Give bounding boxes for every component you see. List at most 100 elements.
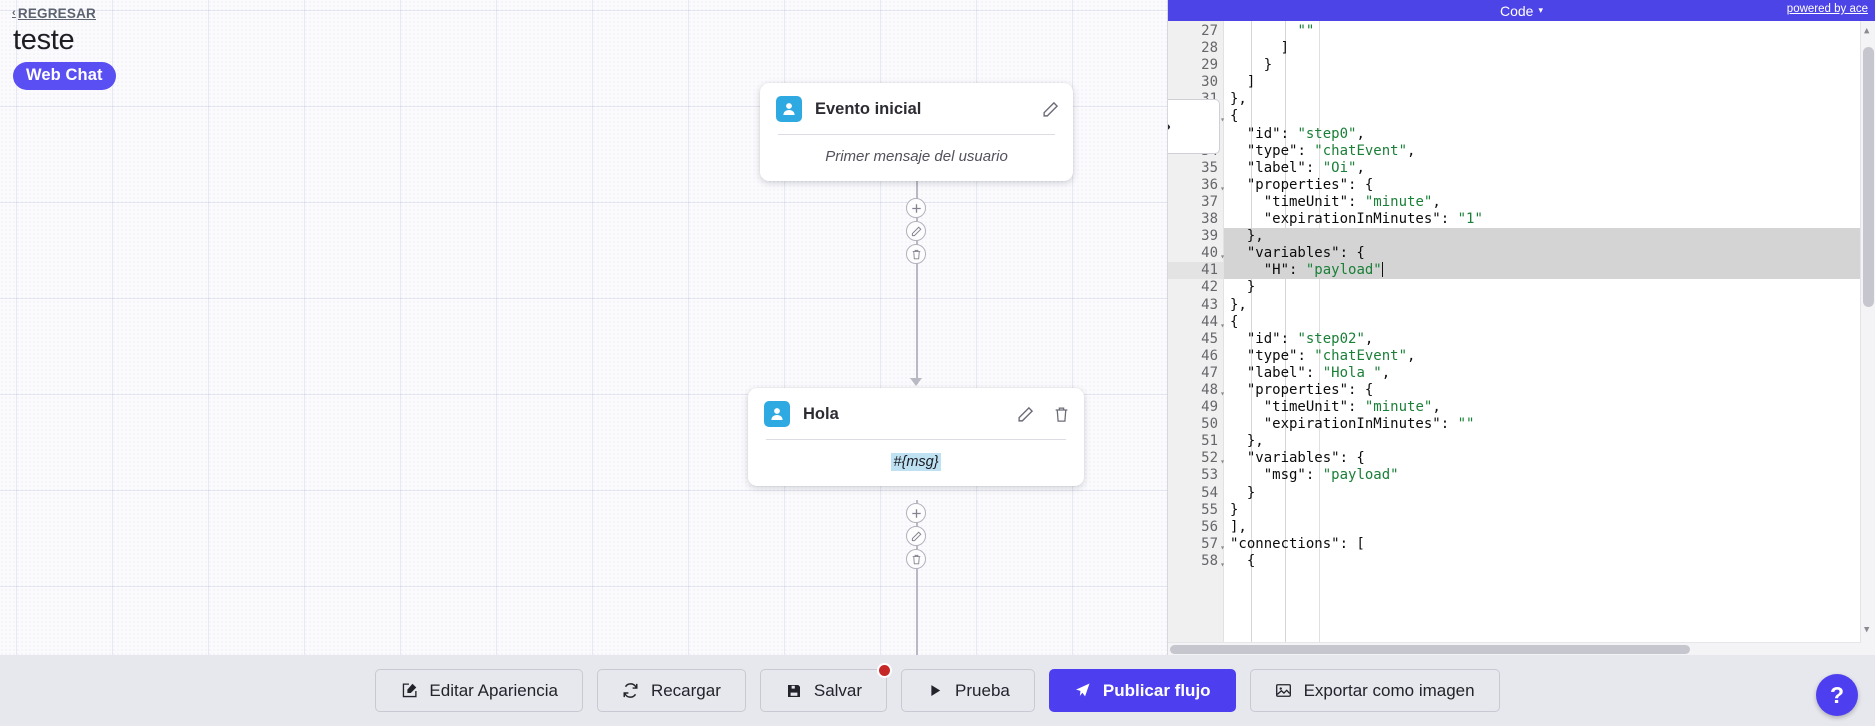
code-line[interactable]: "label": "Oi", — [1246, 159, 1365, 176]
line-number[interactable]: 29 — [1201, 57, 1218, 74]
code-line[interactable]: }, — [1230, 296, 1247, 313]
line-number[interactable]: 50 — [1201, 416, 1218, 433]
pencil-icon[interactable] — [906, 221, 926, 241]
line-number[interactable]: 48▾ — [1201, 381, 1225, 398]
unsaved-changes-badge — [877, 663, 893, 678]
powered-by-link[interactable]: powered by ace — [1786, 3, 1868, 15]
code-line[interactable]: "msg": "payload" — [1263, 467, 1399, 484]
line-number[interactable]: 37 — [1201, 193, 1218, 210]
line-number[interactable]: 38 — [1201, 211, 1218, 228]
code-line[interactable]: "label": "Hola ", — [1246, 364, 1391, 381]
trash-icon[interactable] — [906, 244, 926, 264]
line-number[interactable]: 46 — [1201, 347, 1218, 364]
line-number[interactable]: 40▾ — [1201, 245, 1225, 262]
code-vertical-scrollbar[interactable]: ▲ ▼ — [1860, 21, 1875, 655]
code-line[interactable]: } — [1230, 57, 1273, 74]
toolbar-button-wrapper: Exportar como imagen — [1249, 669, 1500, 712]
code-line[interactable]: "variables": { — [1224, 245, 1875, 263]
code-line[interactable]: { — [1230, 313, 1239, 330]
code-line[interactable]: "type": "chatEvent", — [1246, 142, 1416, 159]
toolbar-button-prueba[interactable]: Prueba — [901, 669, 1035, 712]
edit-icon[interactable] — [1017, 406, 1034, 423]
code-line[interactable]: { — [1230, 108, 1239, 125]
edit-square-icon — [400, 682, 418, 700]
plus-icon[interactable] — [906, 198, 926, 218]
edit-icon[interactable] — [1042, 101, 1059, 118]
line-number[interactable]: 53 — [1201, 467, 1218, 484]
node1-connector-actions[interactable] — [906, 198, 926, 264]
trash-icon[interactable] — [906, 549, 926, 569]
line-number[interactable]: 43 — [1201, 296, 1218, 313]
code-line[interactable]: "expirationInMinutes": "1" — [1263, 211, 1483, 228]
back-link[interactable]: ‹ REGRESAR — [12, 6, 96, 21]
code-line[interactable]: "connections": [ — [1230, 535, 1365, 552]
line-number[interactable]: 30 — [1201, 74, 1218, 91]
code-line[interactable]: }, — [1230, 433, 1264, 450]
scroll-down-icon[interactable]: ▼ — [1864, 624, 1870, 635]
line-number[interactable]: 47 — [1201, 364, 1218, 381]
node2-connector-actions[interactable] — [906, 503, 926, 569]
line-number[interactable]: 42 — [1201, 279, 1218, 296]
toolbar-button-exportar-como-imagen[interactable]: Exportar como imagen — [1249, 669, 1500, 712]
line-number[interactable]: 55 — [1201, 501, 1218, 518]
code-line[interactable]: }, — [1224, 228, 1875, 246]
code-line[interactable]: "id": "step0", — [1246, 125, 1365, 142]
toolbar-button-editar-apariencia[interactable]: Editar Apariencia — [375, 669, 583, 712]
code-line[interactable]: "properties": { — [1246, 176, 1374, 193]
code-line[interactable]: } — [1230, 501, 1239, 518]
panel-collapse-toggle[interactable] — [1168, 99, 1220, 154]
scrollbar-thumb[interactable] — [1170, 645, 1690, 654]
code-line[interactable]: ], — [1230, 518, 1247, 535]
line-number[interactable]: 35 — [1201, 159, 1218, 176]
code-editor-area[interactable]: 272829303132▾33343536▾37383940▾41424344▾… — [1168, 21, 1875, 655]
line-number[interactable]: 27 — [1201, 23, 1218, 39]
code-line[interactable]: { — [1230, 552, 1256, 569]
flow-node-hola[interactable]: Hola #{msg} — [748, 388, 1084, 486]
code-line[interactable]: "variables": { — [1246, 450, 1365, 467]
line-number[interactable]: 54 — [1201, 484, 1218, 501]
toolbar-button-publicar-flujo[interactable]: Publicar flujo — [1048, 669, 1236, 712]
code-line[interactable]: "" — [1297, 23, 1315, 39]
pencil-icon[interactable] — [906, 526, 926, 546]
line-number[interactable]: 49 — [1201, 399, 1218, 416]
toolbar-button-salvar[interactable]: Salvar — [759, 669, 888, 712]
line-number[interactable]: 39 — [1201, 228, 1218, 245]
line-number[interactable]: 57▾ — [1201, 535, 1225, 552]
line-number[interactable]: 51 — [1201, 433, 1218, 450]
scrollbar-thumb[interactable] — [1863, 47, 1874, 307]
line-number[interactable]: 45 — [1201, 330, 1218, 347]
toolbar-button-wrapper: Editar Apariencia — [375, 669, 583, 712]
plus-icon[interactable] — [906, 503, 926, 523]
scroll-up-icon[interactable]: ▲ — [1864, 26, 1870, 36]
code-line[interactable]: "timeUnit": "minute", — [1263, 399, 1441, 416]
code-line[interactable]: ] — [1230, 74, 1256, 91]
code-line[interactable]: "timeUnit": "minute", — [1263, 193, 1441, 210]
line-number[interactable]: 56 — [1201, 518, 1218, 535]
line-number[interactable]: 36▾ — [1201, 176, 1225, 193]
page-title: teste — [13, 24, 75, 56]
code-mode-dropdown[interactable]: Code ▾ — [1500, 3, 1543, 19]
code-line[interactable]: "expirationInMinutes": "" — [1263, 416, 1475, 433]
code-line[interactable]: "id": "step02", — [1246, 330, 1374, 347]
line-number[interactable]: 41 — [1168, 262, 1223, 280]
code-line[interactable]: }, — [1230, 91, 1247, 108]
code-lines[interactable]: "" ] } ]},{ "id": "step0", "type": "chat… — [1224, 23, 1875, 570]
code-line[interactable]: } — [1230, 279, 1256, 296]
trash-icon[interactable] — [1053, 406, 1070, 423]
code-line[interactable]: "type": "chatEvent", — [1246, 347, 1416, 364]
code-line[interactable]: } — [1230, 484, 1256, 501]
flow-canvas[interactable]: ‹ REGRESAR teste Web Chat Evento inicial — [0, 0, 1167, 655]
line-number[interactable]: 58▾ — [1201, 552, 1225, 569]
code-line[interactable]: "properties": { — [1246, 381, 1374, 398]
toolbar-button-recargar[interactable]: Recargar — [596, 669, 746, 712]
code-line[interactable]: ] — [1230, 40, 1290, 57]
code-horizontal-scrollbar[interactable] — [1168, 642, 1861, 655]
line-number[interactable]: 28 — [1201, 40, 1218, 57]
help-button[interactable]: ? — [1816, 674, 1858, 716]
line-number[interactable]: 44▾ — [1201, 313, 1225, 330]
code-editor-panel: Code ▾ powered by ace 272829303132▾33343… — [1167, 0, 1875, 655]
line-number[interactable]: 52▾ — [1201, 450, 1225, 467]
code-line[interactable]: "H": "payload" — [1224, 262, 1875, 280]
flow-node-evento-inicial[interactable]: Evento inicial Primer mensaje del usuari… — [760, 83, 1073, 181]
code-content[interactable]: "" ] } ]},{ "id": "step0", "type": "chat… — [1224, 21, 1875, 655]
